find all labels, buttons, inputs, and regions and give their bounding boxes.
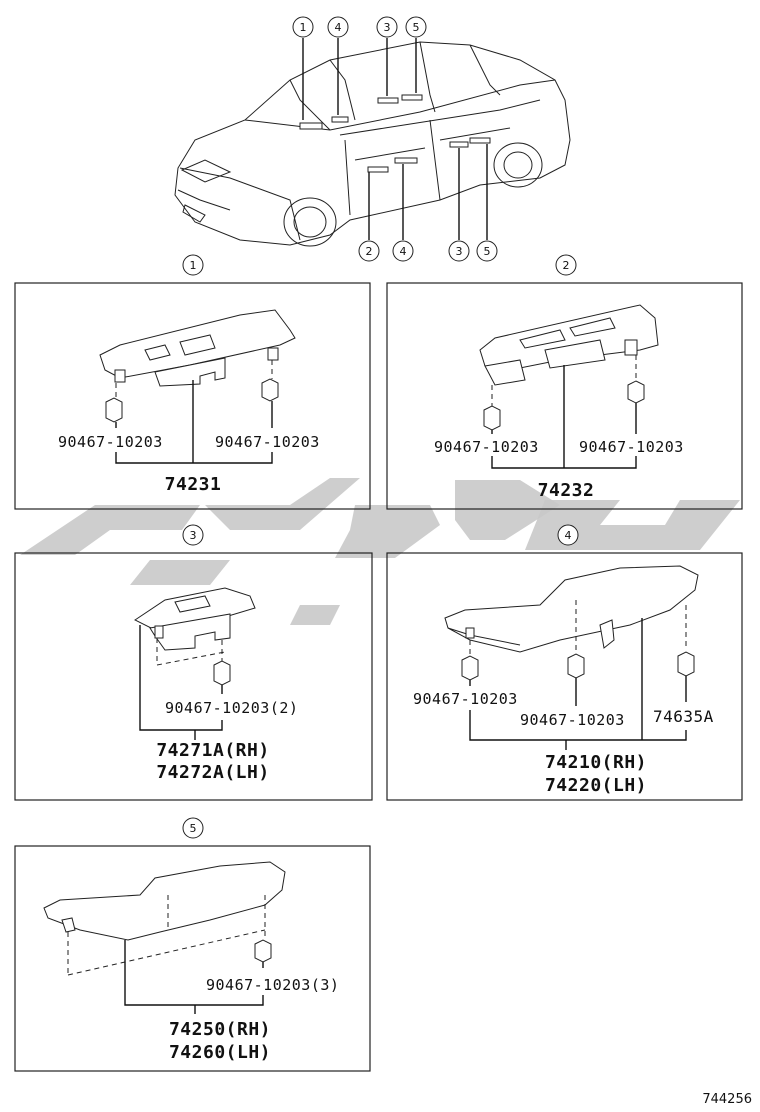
car-callout-3a: 3 <box>376 16 398 38</box>
clip-left <box>105 383 123 423</box>
panel-3-callout-label: 3 <box>190 529 197 542</box>
panel-1-fastener-left: 90467-10203 <box>58 433 163 451</box>
panel-4-frame <box>386 552 743 801</box>
panel-4-fastener-1: 90467-10203 <box>413 690 518 708</box>
clip <box>213 640 231 686</box>
panel-1-frame <box>14 282 371 510</box>
armrest-74210 <box>444 565 699 653</box>
panel-4-callout-label: 4 <box>565 529 572 542</box>
svg-text:3: 3 <box>456 245 463 258</box>
panel-4-assembly-lh: 74220(LH) <box>545 775 647 796</box>
panel-4-fastener-2: 90467-10203 <box>520 711 625 729</box>
panel-3-assembly-lh: 74272A(LH) <box>156 762 269 783</box>
panel-1-callout <box>182 254 204 276</box>
panel-1-fastener-right: 90467-10203 <box>215 433 320 451</box>
panel-5-assembly-rh: 74250(RH) <box>169 1019 271 1040</box>
clip-1 <box>461 640 479 681</box>
panel-4-assembly-rh: 74210(RH) <box>545 752 647 773</box>
armrest-74250 <box>43 861 286 941</box>
switch-base-74231 <box>99 309 296 387</box>
panel-5: 5 90467-10203(3) 74250(RH) 74260(LH) <box>14 817 371 1072</box>
svg-text:3: 3 <box>384 21 391 34</box>
panel-4-fastener-3: 74635A <box>653 707 714 726</box>
svg-text:5: 5 <box>484 245 491 258</box>
panel-2-assembly-number: 74232 <box>538 480 595 501</box>
clip <box>254 939 272 963</box>
panel-2-callout-label: 2 <box>563 259 570 272</box>
car-callout-1: 1 <box>292 16 314 38</box>
panel-2-fastener-left: 90467-10203 <box>434 438 539 456</box>
clip-2 <box>567 653 585 679</box>
panel-3-callout <box>182 524 204 546</box>
panel-1-callout-label: 1 <box>190 259 197 272</box>
panel-3: 3 90467-10203(2) 74271A(RH) 74272A(LH) <box>14 524 373 801</box>
panel-2: 2 90467-10203 90467-10203 74232 <box>386 254 743 510</box>
panel-3-assembly-rh: 74271A(RH) <box>156 740 269 761</box>
panel-4: 4 90467-10203 90467-10203 74635A 74210(R <box>386 524 743 801</box>
car-callout-5b: 5 <box>476 240 498 262</box>
svg-text:2: 2 <box>366 245 373 258</box>
vehicle-overview: 1 4 3 5 2 4 3 5 <box>174 16 571 262</box>
panel-5-assembly-lh: 74260(LH) <box>169 1042 271 1063</box>
watermark-logo <box>20 478 740 625</box>
svg-text:5: 5 <box>413 21 420 34</box>
panel-3-fastener: 90467-10203(2) <box>165 699 298 717</box>
figure-reference-number: 744256 <box>702 1092 752 1107</box>
panel-1: 1 90467-10203 90467-10203 74231 <box>14 254 371 510</box>
panel-5-callout <box>182 817 204 839</box>
clip-right <box>627 355 645 404</box>
svg-text:1: 1 <box>300 21 307 34</box>
clip-left <box>483 385 501 431</box>
car-callout-4b: 4 <box>392 240 414 262</box>
panel-5-frame <box>14 845 371 1072</box>
car-callout-4a: 4 <box>327 16 349 38</box>
car-callout-2: 2 <box>358 240 380 262</box>
switch-base-74271A <box>134 587 256 651</box>
clip-3 <box>677 651 695 677</box>
clip-right <box>261 360 279 402</box>
panel-5-fastener: 90467-10203(3) <box>206 976 339 994</box>
car-callout-5a: 5 <box>405 16 427 38</box>
panel-2-callout <box>555 254 577 276</box>
panel-5-callout-label: 5 <box>190 822 197 835</box>
panel-2-fastener-right: 90467-10203 <box>579 438 684 456</box>
panel-3-frame <box>14 552 373 801</box>
panel-4-callout <box>557 524 579 546</box>
panel-2-frame <box>386 282 743 510</box>
panel-1-assembly-number: 74231 <box>165 474 222 495</box>
svg-text:4: 4 <box>400 245 407 258</box>
car-callout-3b: 3 <box>448 240 470 262</box>
svg-text:4: 4 <box>335 21 342 34</box>
switch-base-74232 <box>479 304 659 386</box>
